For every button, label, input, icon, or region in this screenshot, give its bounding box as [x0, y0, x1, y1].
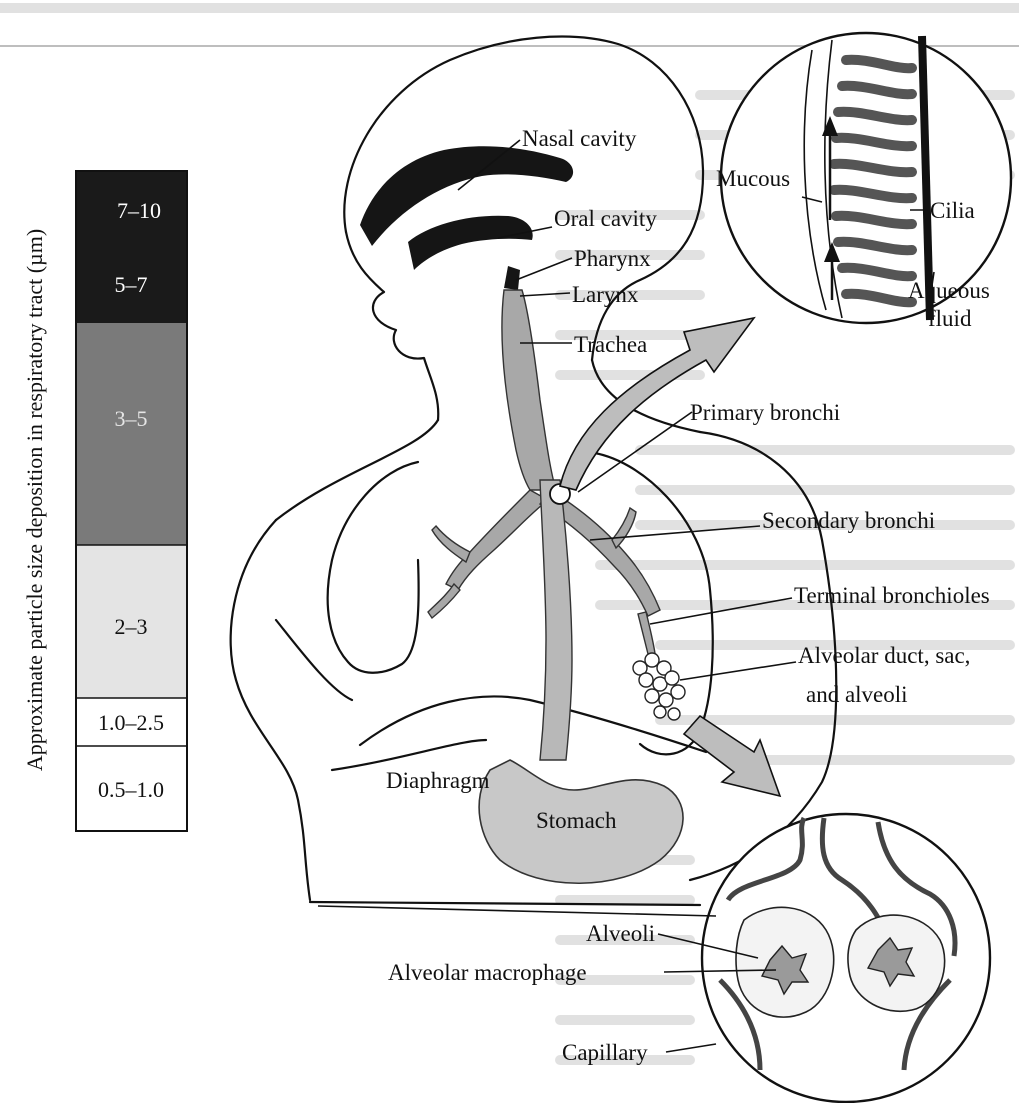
label-cilia: Cilia — [930, 198, 975, 223]
label-larynx: Larynx — [572, 282, 639, 307]
band-label-1-2.5: 1.0–2.5 — [98, 710, 164, 735]
label-alveolar-duct-1: Alveolar duct, sac, — [798, 643, 970, 668]
band-label-7-10: 7–10 — [117, 198, 161, 223]
label-aqueous-2: fluid — [928, 306, 972, 331]
label-diaphragm: Diaphragm — [386, 768, 490, 793]
label-oral-cavity: Oral cavity — [554, 206, 657, 231]
particle-size-bar: 7–10 5–7 3–5 2–3 1.0–2.5 0.5–1.0 Approxi… — [22, 171, 187, 831]
cavities — [360, 146, 573, 290]
label-alveolar-duct-2: and alveoli — [806, 682, 908, 707]
alveoli-inset — [702, 814, 990, 1102]
label-stomach: Stomach — [536, 808, 617, 833]
label-alveolar-macrophage: Alveolar macrophage — [388, 960, 587, 985]
band-3-5 — [76, 323, 187, 545]
label-trachea: Trachea — [574, 332, 647, 357]
band-label-2-3: 2–3 — [115, 614, 148, 639]
oral-cavity-shape — [408, 216, 533, 270]
label-aqueous-1: Aqueous — [908, 278, 990, 303]
label-nasal-cavity: Nasal cavity — [522, 126, 637, 151]
label-primary-bronchi: Primary bronchi — [690, 400, 840, 425]
band-label-3-5: 3–5 — [115, 406, 148, 431]
label-pharynx: Pharynx — [574, 246, 651, 271]
alveolar-cluster — [633, 653, 685, 720]
airways — [428, 290, 660, 760]
label-secondary-bronchi: Secondary bronchi — [762, 508, 935, 533]
band-label-5-7: 5–7 — [115, 272, 148, 297]
arrow-to-alveoli-inset — [684, 716, 780, 796]
label-alveoli: Alveoli — [586, 921, 655, 946]
label-capillary: Capillary — [562, 1040, 648, 1065]
label-mucous: Mucous — [716, 166, 790, 191]
bar-axis-label: Approximate particle size deposition in … — [22, 229, 47, 771]
label-terminal-bronchioles: Terminal bronchioles — [794, 583, 990, 608]
band-label-0.5-1: 0.5–1.0 — [98, 777, 164, 802]
